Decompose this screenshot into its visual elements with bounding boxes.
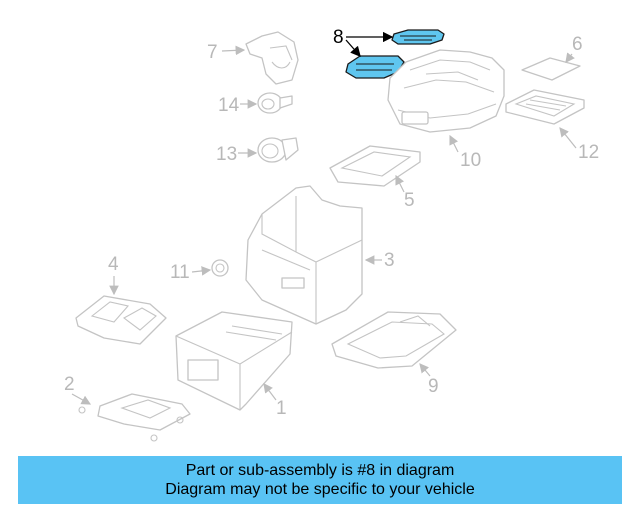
part-7-bracket[interactable]	[245, 31, 299, 85]
callout-8: 8	[333, 27, 394, 57]
svg-text:1: 1	[276, 398, 287, 419]
svg-text:4: 4	[108, 254, 119, 275]
svg-text:7: 7	[207, 42, 218, 63]
callout-7: 7	[207, 42, 246, 63]
svg-text:11: 11	[170, 262, 190, 283]
info-banner: Part or sub-assembly is #8 in diagram Di…	[18, 456, 622, 504]
parts-diagram: 8 7 14 13 10	[64, 27, 599, 442]
svg-text:13: 13	[216, 144, 237, 165]
part-5-bin[interactable]	[329, 145, 421, 187]
callout-11: 11	[170, 262, 212, 283]
callout-1: 1	[263, 383, 287, 419]
part-9-tray[interactable]	[331, 311, 457, 369]
part-2-plate[interactable]	[78, 393, 191, 442]
part-10-lid[interactable]	[387, 49, 505, 133]
svg-text:10: 10	[460, 150, 481, 171]
svg-text:14: 14	[218, 95, 240, 116]
part-4-bracket[interactable]	[75, 295, 167, 345]
callout-12: 12	[559, 127, 599, 163]
svg-text:8: 8	[333, 27, 344, 48]
svg-text:12: 12	[578, 142, 599, 163]
callout-14: 14	[218, 95, 258, 116]
callout-2: 2	[64, 374, 92, 405]
callout-6: 6	[565, 34, 583, 63]
svg-text:9: 9	[428, 376, 439, 397]
part-8-insert[interactable]	[345, 29, 445, 79]
banner-line-1: Part or sub-assembly is #8 in diagram	[185, 462, 455, 479]
part-6-pad[interactable]	[521, 57, 581, 81]
svg-text:2: 2	[64, 374, 75, 395]
part-12-tray[interactable]	[505, 89, 585, 125]
part-3-console-body[interactable]	[245, 185, 363, 325]
callout-9: 9	[419, 363, 439, 397]
banner-line-2: Diagram may not be specific to your vehi…	[165, 481, 475, 498]
part-14-socket[interactable]	[257, 92, 293, 114]
part-11-plug[interactable]	[211, 259, 229, 277]
callout-13: 13	[216, 144, 258, 165]
svg-text:6: 6	[572, 34, 583, 55]
callout-5: 5	[395, 174, 415, 211]
callout-10: 10	[449, 134, 481, 171]
part-1-housing[interactable]	[175, 311, 293, 411]
svg-text:3: 3	[384, 250, 395, 271]
part-13-outlet[interactable]	[257, 137, 299, 163]
callout-3: 3	[364, 250, 395, 271]
callout-4: 4	[108, 254, 119, 296]
svg-text:5: 5	[404, 190, 415, 211]
